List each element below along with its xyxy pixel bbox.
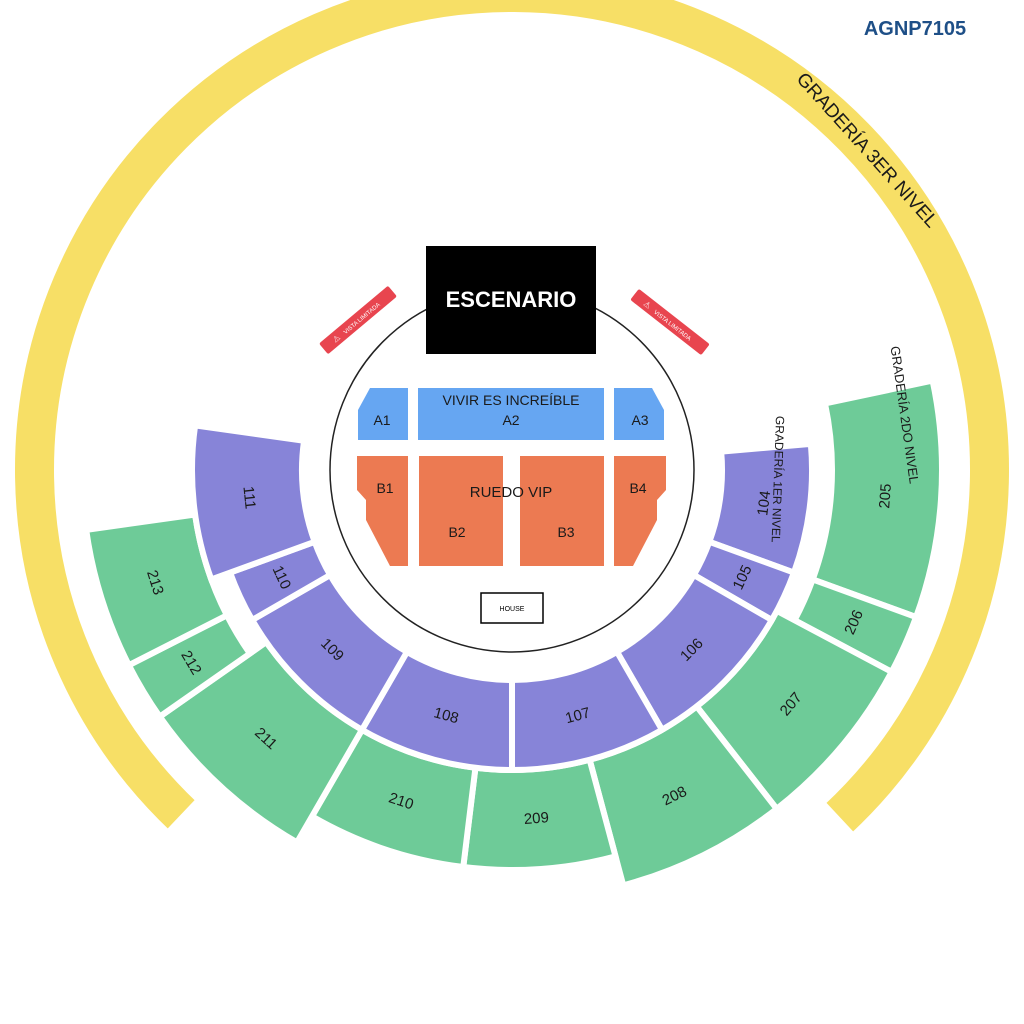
section-213-label: 213 (143, 568, 167, 597)
house-booth (480, 592, 544, 624)
event-code: AGNP7105 (863, 18, 967, 40)
level3-title: GRADERÍA 3ER NIVEL (792, 69, 942, 232)
section-111[interactable] (189, 422, 319, 584)
section-a2[interactable] (418, 388, 604, 440)
warning-icon: ⚠ (642, 299, 653, 311)
section-209-label: 209 (523, 809, 549, 828)
section-b1-label: B1 (376, 480, 393, 496)
section-b4[interactable] (614, 456, 666, 566)
section-b3-label: B3 (557, 524, 574, 540)
section-213[interactable] (82, 511, 231, 670)
section-108-label: 108 (432, 704, 461, 727)
b-zone-title: RUEDO VIP (470, 484, 553, 501)
house-label: HOUSE (500, 606, 525, 613)
section-a3[interactable] (614, 388, 664, 440)
a-zone-title: VIVIR ES INCREÍBLE (443, 392, 580, 408)
stage (426, 246, 596, 354)
section-b2[interactable] (419, 456, 503, 566)
level1-title: GRADERÍA 1ER NIVEL (769, 416, 788, 543)
section-b4-label: B4 (629, 480, 646, 496)
section-b2-label: B2 (448, 524, 465, 540)
section-104-label: 104 (754, 490, 774, 517)
section-111-label: 111 (239, 485, 258, 509)
section-b3[interactable] (520, 456, 604, 566)
level3-band[interactable] (9, 0, 1015, 840)
warning-icon: ⚠ (331, 333, 342, 345)
section-a2-label: A2 (502, 412, 519, 428)
section-a1[interactable] (358, 388, 408, 440)
section-205-label: 205 (876, 483, 895, 509)
section-a3-label: A3 (631, 412, 648, 428)
section-107-label: 107 (564, 704, 593, 727)
section-b1[interactable] (357, 456, 408, 566)
section-a1-label: A1 (373, 412, 390, 428)
stage-label: ESCENARIO (446, 287, 577, 312)
